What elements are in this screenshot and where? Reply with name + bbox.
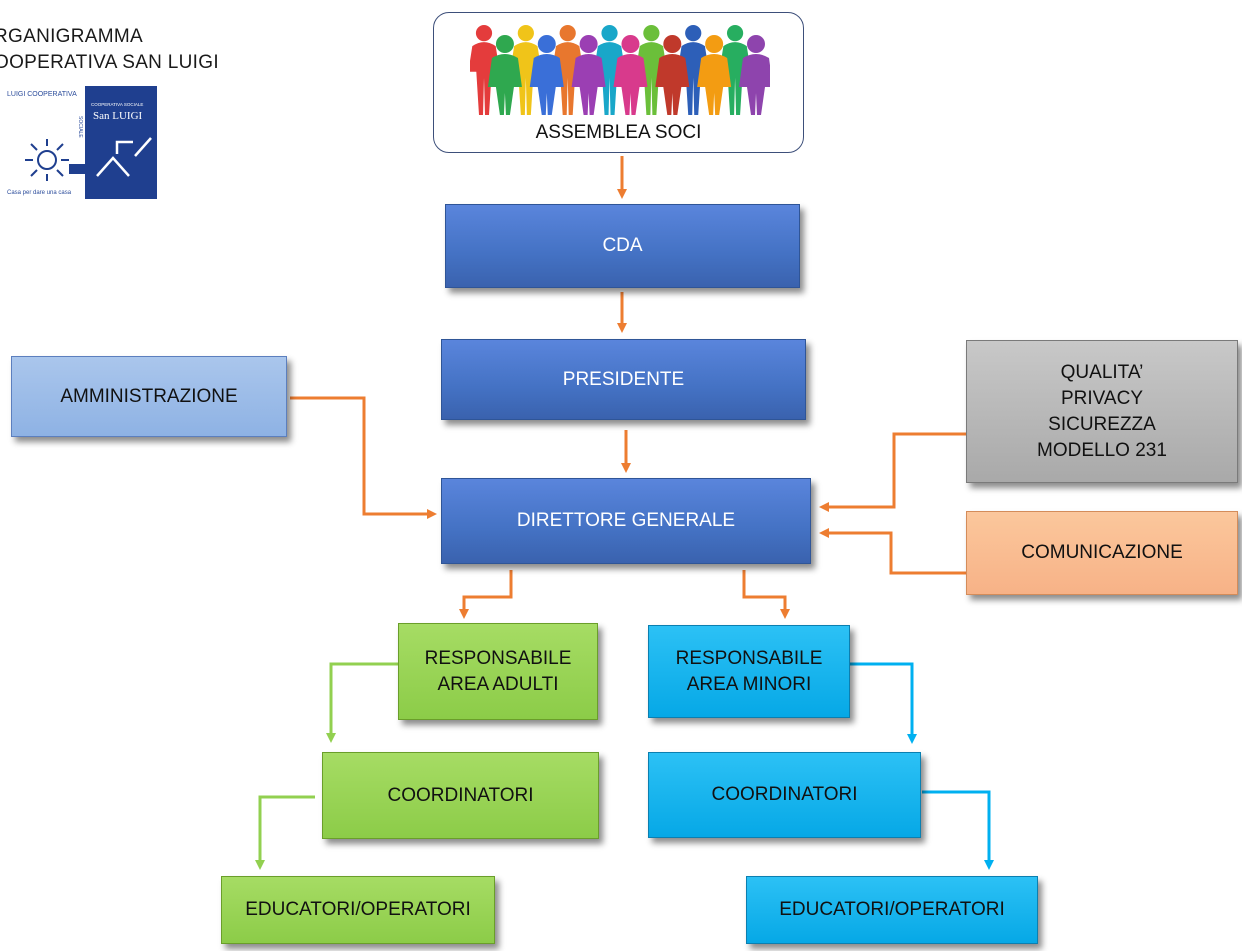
qualita-line-1: QUALITA’ <box>1060 361 1144 383</box>
person-figure <box>613 35 648 115</box>
cooperative-logo: LUIGI COOPERATIVA COOPERATIVA SOCIALE Sa… <box>5 86 157 199</box>
qualita-line-3: SICUREZZA <box>1048 413 1156 435</box>
person-figure <box>487 35 522 115</box>
node-responsabile-adulti: RESPONSABILE AREA ADULTI <box>398 623 598 720</box>
arrow-direttore-resp-minori <box>742 570 790 619</box>
person-figure <box>697 35 732 115</box>
node-assemblea-soci: ASSEMBLEA SOCI <box>433 12 804 153</box>
logo-top-text: LUIGI COOPERATIVA <box>7 91 77 98</box>
title-line-2: OOPERATIVA SAN LUIGI <box>0 52 219 73</box>
arrow-comunicazione-direttore <box>819 528 966 575</box>
resp-adulti-line-2: AREA ADULTI <box>437 673 559 695</box>
person-figure <box>655 35 690 115</box>
node-cda: CDA <box>445 204 800 288</box>
node-coordinatori-minori: COORDINATORI <box>648 752 921 838</box>
arrow-resp-adulti-coord <box>326 662 398 743</box>
logo-side-text: SOCIALE <box>77 116 83 138</box>
house-icon <box>96 137 152 177</box>
coord-adulti-label: COORDINATORI <box>387 784 534 806</box>
logo-tagline: Casa per dare una casa <box>7 190 72 196</box>
person-figure <box>739 35 770 115</box>
node-presidente: PRESIDENTE <box>441 339 806 420</box>
edu-adulti-label: EDUCATORI/OPERATORI <box>245 899 471 920</box>
comunicazione-label: COMUNICAZIONE <box>1021 542 1183 563</box>
people-group-icon <box>470 25 770 115</box>
node-responsabile-minori: RESPONSABILE AREA MINORI <box>648 625 850 718</box>
person-figure <box>571 35 606 115</box>
arrow-amministrazione-direttore <box>290 396 437 519</box>
logo-brand-name: San LUIGI <box>93 110 143 122</box>
resp-adulti-line-1: RESPONSABILE <box>424 647 572 669</box>
edu-minori-label: EDUCATORI/OPERATORI <box>779 899 1005 920</box>
coord-minori-label: COORDINATORI <box>711 784 858 805</box>
resp-minori-line-1: RESPONSABILE <box>675 647 823 669</box>
arrow-qualita-direttore <box>819 432 966 512</box>
resp-minori-line-2: AREA MINORI <box>686 673 812 695</box>
amministrazione-label: AMMINISTRAZIONE <box>60 385 238 407</box>
node-educatori-minori: EDUCATORI/OPERATORI <box>746 876 1038 944</box>
arrow-direttore-resp-adulti <box>459 570 513 619</box>
arrow-resp-minori-coord <box>850 662 917 744</box>
title-line-1: RGANIGRAMMA <box>0 26 143 47</box>
arrow-coord-minori-edu <box>922 790 994 870</box>
qualita-line-4: MODELLO 231 <box>1037 439 1167 461</box>
logo-brand-small: COOPERATIVA SOCIALE <box>91 102 143 107</box>
cda-label: CDA <box>602 235 643 256</box>
assemblea-label: ASSEMBLEA SOCI <box>535 122 702 143</box>
node-coordinatori-adulti: COORDINATORI <box>322 752 599 839</box>
qualita-line-2: PRIVACY <box>1060 387 1143 409</box>
chart-title: RGANIGRAMMA OOPERATIVA SAN LUIGI <box>0 24 219 76</box>
node-qualita: QUALITA’ PRIVACY SICUREZZA MODELLO 231 <box>966 340 1238 483</box>
arrow-coord-adulti-edu <box>255 795 315 870</box>
node-educatori-adulti: EDUCATORI/OPERATORI <box>221 876 495 944</box>
node-direttore-generale: DIRETTORE GENERALE <box>441 478 811 564</box>
sun-icon <box>25 139 69 181</box>
presidente-label: PRESIDENTE <box>562 368 685 390</box>
node-amministrazione: AMMINISTRAZIONE <box>11 356 287 437</box>
node-comunicazione: COMUNICAZIONE <box>966 511 1238 595</box>
person-figure <box>529 35 564 115</box>
direttore-label: DIRETTORE GENERALE <box>516 510 736 531</box>
